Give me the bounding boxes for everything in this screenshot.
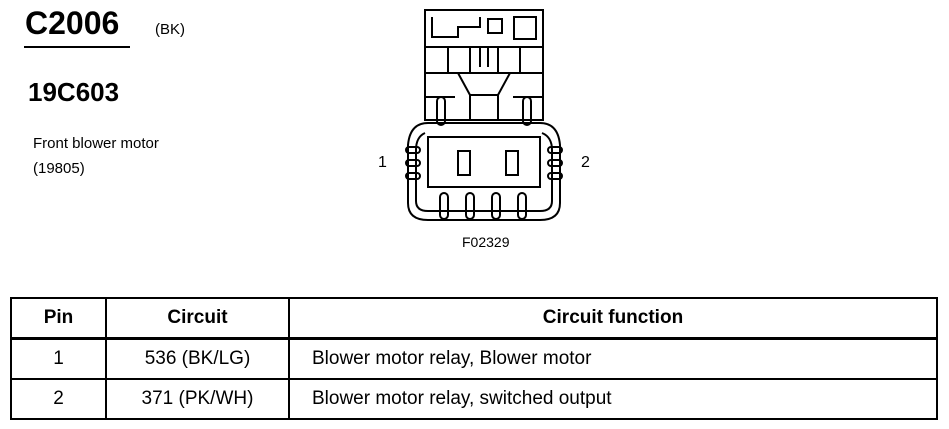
part-number: 19C603 [28,77,120,107]
pin-2-cavity [505,150,519,176]
cell-pin: 1 [10,337,107,380]
table-row: 1 536 (BK/LG) Blower motor relay, Blower… [10,337,938,380]
pin-1-cavity [457,150,471,176]
cell-pin: 2 [10,378,107,420]
cell-circuit: 536 (BK/LG) [105,337,290,380]
connector-face-drawing [405,9,563,221]
pin-2-label: 2 [581,154,590,171]
table-header-row: Pin Circuit Circuit function [10,297,938,340]
cell-circuit: 371 (PK/WH) [105,378,290,420]
cell-function: Blower motor relay, Blower motor [288,337,938,380]
pinout-table: Pin Circuit Circuit function 1 536 (BK/L… [10,297,938,420]
connector-id: C2006 [25,5,120,41]
header-pin: Pin [10,297,107,340]
figure-id: F02329 [462,234,510,250]
component-description: Front blower motor [33,135,159,152]
cell-function: Blower motor relay, switched output [288,378,938,420]
component-number: (19805) [33,160,85,177]
connector-color: (BK) [155,21,185,38]
connector-latch-housing [424,9,544,126]
connector-id-underline [24,46,130,48]
table-row: 2 371 (PK/WH) Blower motor relay, switch… [10,378,938,420]
connector-body [405,122,563,221]
header-circuit-function: Circuit function [288,297,938,340]
header-circuit: Circuit [105,297,290,340]
pin-1-label: 1 [378,154,387,171]
